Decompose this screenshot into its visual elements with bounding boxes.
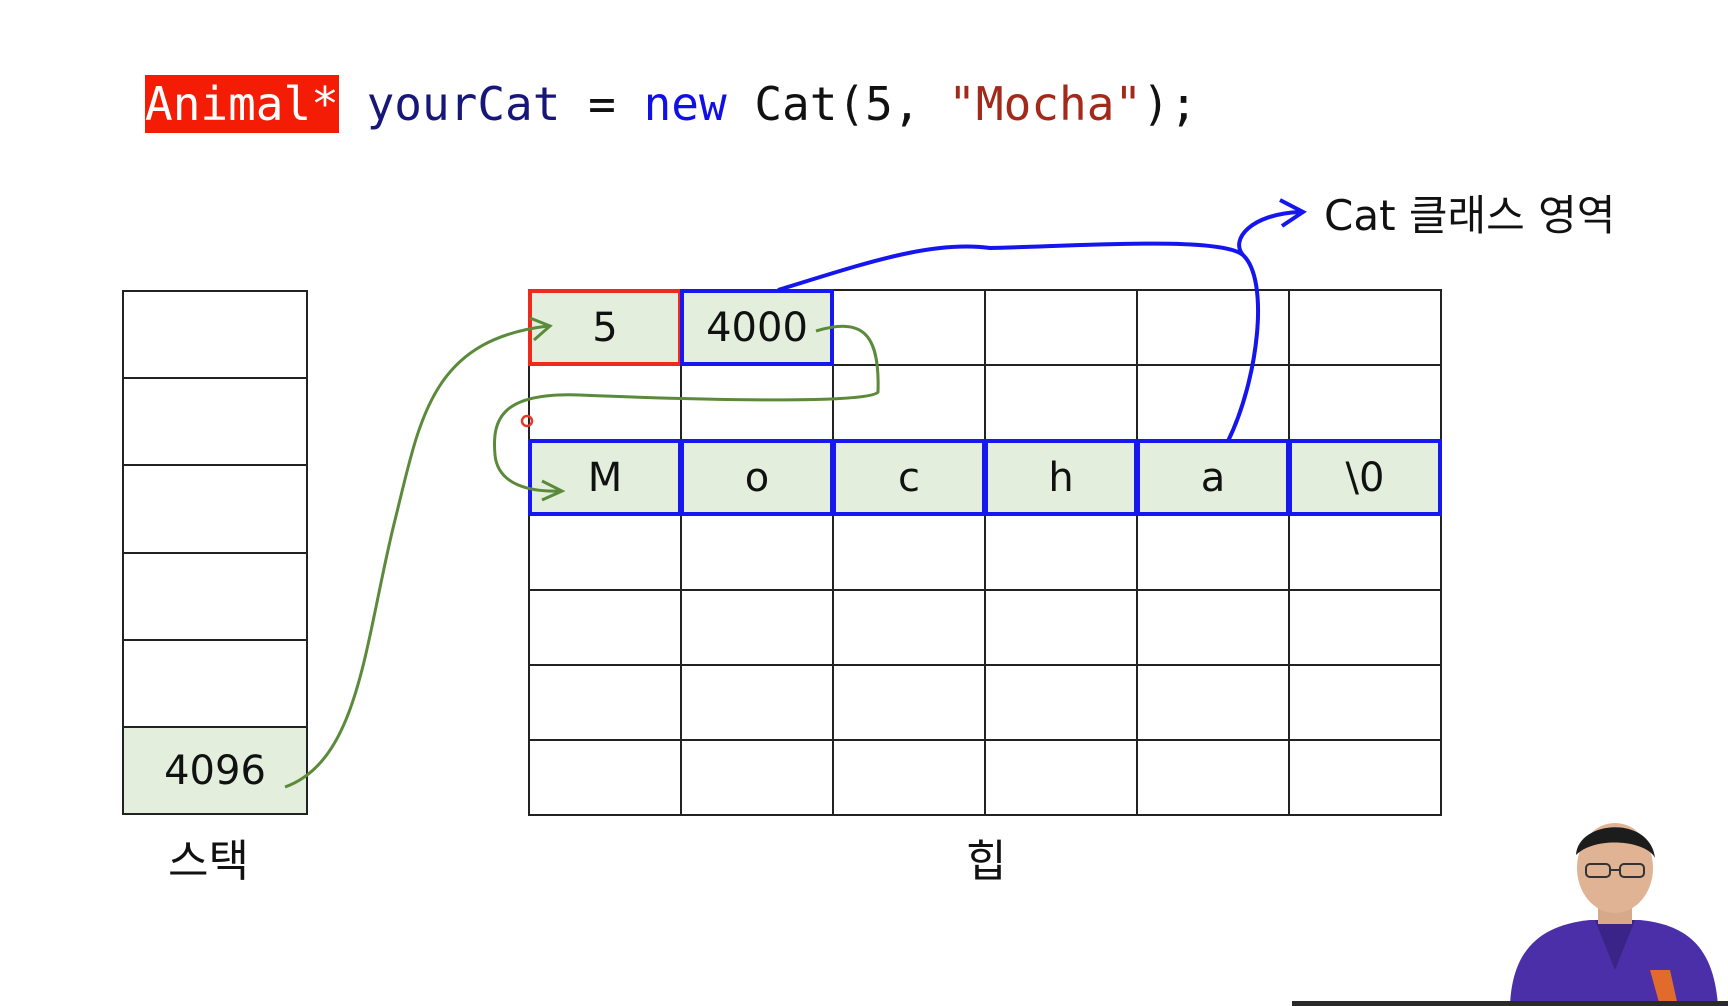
code-identifier: yourCat [366,77,561,131]
heap-cell [1288,739,1442,816]
stack-cell-pointer: 4096 [122,726,308,815]
heap-cell-char: c [832,439,986,516]
heap-cell [1288,589,1442,666]
vtable-arrowhead [1279,198,1307,228]
code-equals: = [588,77,616,131]
heap-cell [528,739,682,816]
heap-cell [680,739,834,816]
heap-caption: 힙 [966,836,1007,887]
heap-cell [984,289,1138,366]
heap-cell-null-terminator: \0 [1288,439,1442,516]
stack-cell [122,377,308,466]
heap-cell [1136,289,1290,366]
code-call-close: ); [1142,77,1198,131]
vtable-arrow [777,241,1261,442]
code-type: Animal* [145,75,339,133]
code-new-keyword: new [643,77,727,131]
stack-to-heap-arrow [284,324,549,789]
code-string-literal: "Mocha" [948,77,1143,131]
heap-cell-name-pointer: 4000 [680,289,834,366]
heap-cell [1136,664,1290,741]
code-constructor-call: Cat(5, [754,77,921,131]
heap-cell [1136,739,1290,816]
stack-to-heap-arrowhead [529,316,553,342]
heap-cell-char: M [528,439,682,516]
name-pointer-arrowhead [541,479,566,502]
heap-cell [984,664,1138,741]
heap-cell-char: h [984,439,1138,516]
heap-cell-char: a [1136,439,1290,516]
cat-class-region-label: Cat 클래스 영역 [1324,191,1616,240]
vtable-arrow-branch [1237,210,1301,257]
heap-cell [832,664,986,741]
heap-cell-char: o [680,439,834,516]
presenter-video [1500,800,1728,1006]
desk-edge [1292,1001,1728,1006]
code-line: Animal* yourCat = new Cat(5, "Mocha"); [145,75,1198,133]
cursor-marker [520,414,534,428]
stack-cell [122,290,308,379]
name-pointer-arrow [493,324,880,493]
heap-cell [1136,364,1290,441]
stack-caption: 스택 [168,836,249,887]
